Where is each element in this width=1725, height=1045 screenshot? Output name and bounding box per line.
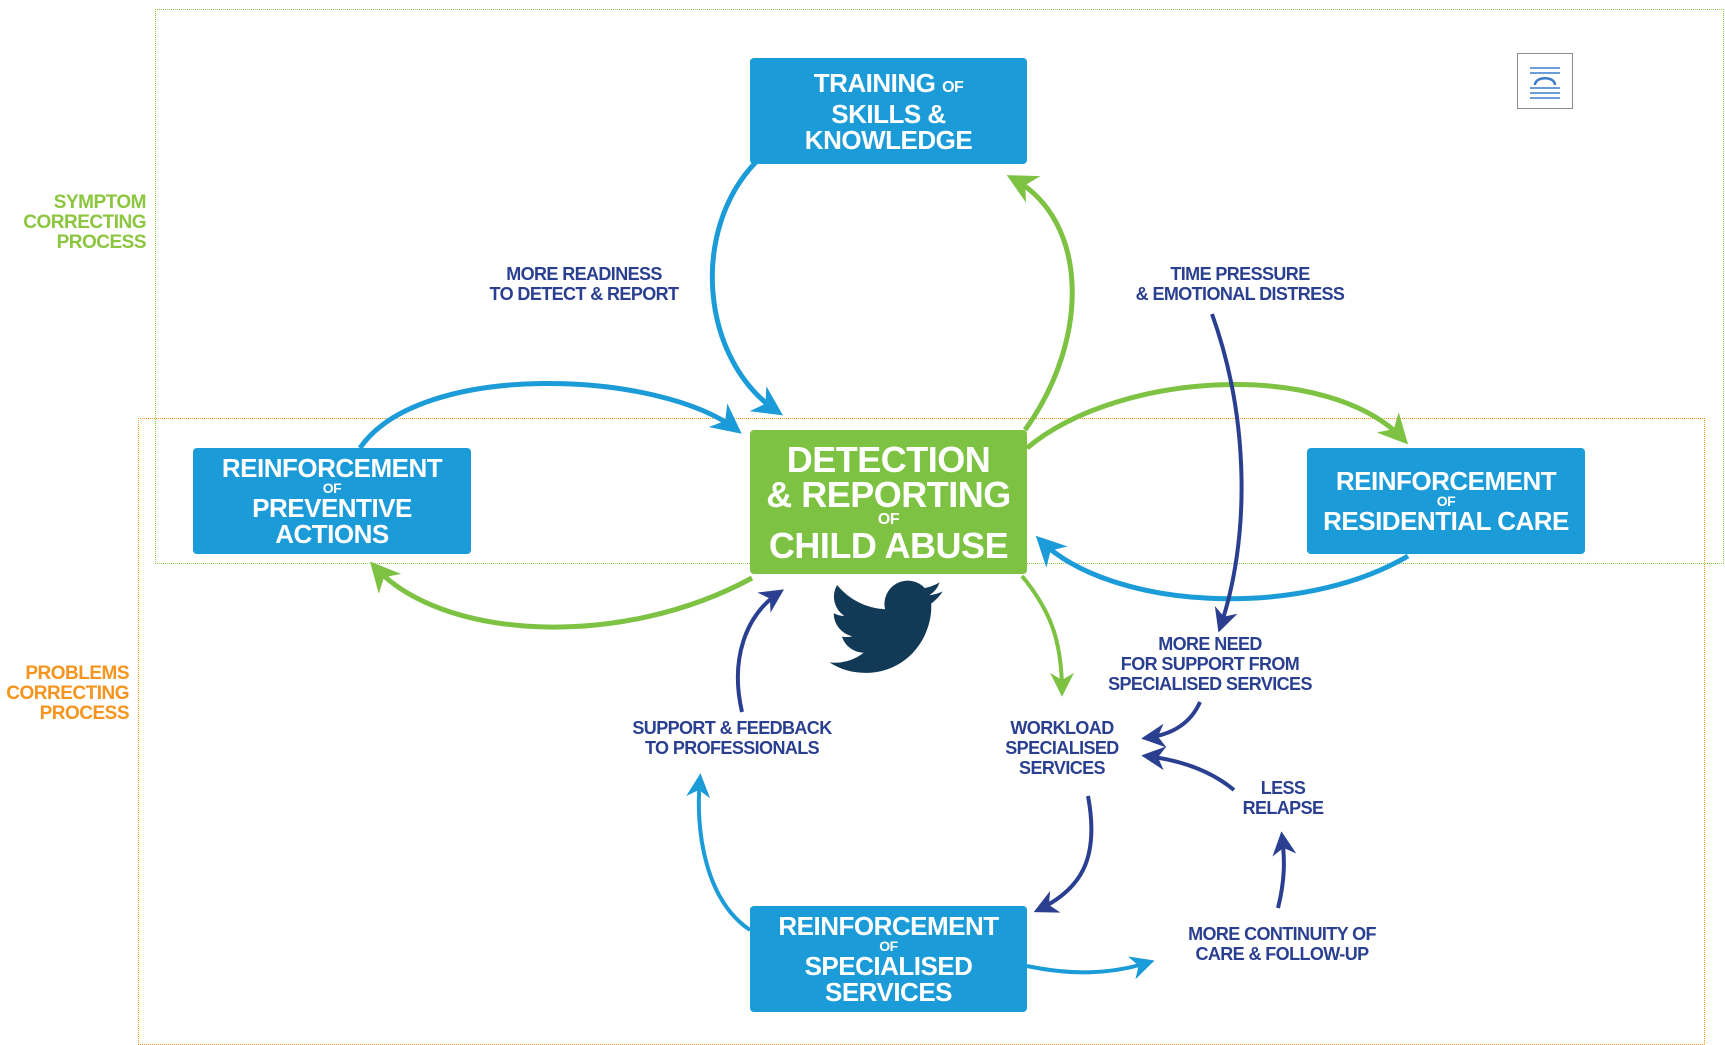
document-icon[interactable] [1517, 53, 1573, 109]
label-line: SUPPORT & FEEDBACK [632, 718, 832, 738]
arrow-time-pressure-to-more-need [1210, 313, 1244, 633]
zone-label-line: CORRECTING [6, 683, 129, 704]
arrow-continuity-to-less-relapse [1272, 831, 1297, 909]
zone-label-line: PROCESS [56, 232, 147, 253]
node-text: SKILLS & [831, 98, 946, 129]
residential-care-node: REINFORCEMENT OF RESIDENTIAL CARE [1307, 448, 1585, 554]
label-line: CARE & FOLLOW-UP [1195, 944, 1369, 964]
label-line: MORE READINESS [506, 264, 662, 284]
arrow-more-need-to-workload [1141, 701, 1202, 748]
label-line: SERVICES [1019, 758, 1106, 778]
node-text: REINFORCEMENT [221, 453, 443, 483]
node-of: OF [877, 510, 900, 528]
node-text: PREVENTIVE ACTIONS [252, 493, 412, 549]
detection-reporting-node: DETECTION & REPORTING OF CHILD ABUSE [750, 430, 1027, 574]
arrow-detection-to-preventive [370, 561, 754, 630]
label-more-readiness: MORE READINESS TO DETECT & REPORT [484, 264, 684, 304]
symptom-correcting-label: SYMPTOM CORRECTING PROCESS [23, 193, 146, 253]
label-support-feedback: SUPPORT & FEEDBACK TO PROFESSIONALS [622, 718, 842, 758]
arrow-specialised-to-continuity [1026, 956, 1155, 980]
label-line: WORKLOAD [1010, 718, 1114, 738]
arrow-detection-to-workload [1020, 574, 1074, 697]
node-text: REINFORCEMENT [778, 911, 999, 941]
zone-label-line: PROBLEMS [25, 663, 129, 684]
label-line: MORE NEED [1158, 634, 1262, 654]
twitter-bird-icon [829, 580, 943, 673]
label-less-relapse: LESS RELAPSE [1228, 778, 1338, 818]
arrow-support-to-detection [735, 589, 785, 713]
preventive-actions-node: REINFORCEMENT OF PREVENTIVE ACTIONS [193, 448, 471, 554]
arrow-specialised-to-support [686, 773, 752, 932]
arrow-workload-to-specialised [1033, 795, 1094, 913]
node-line: TRAINING OF [814, 70, 964, 101]
zone-label-line: SYMPTOM [53, 192, 147, 213]
node-text: TRAINING [813, 67, 936, 98]
label-line: LESS [1260, 778, 1306, 798]
node-text: DETECTION [786, 438, 991, 480]
label-line: TO DETECT & REPORT [489, 284, 679, 304]
arrow-detection-to-residential [1025, 382, 1409, 450]
zone-label-line: CORRECTING [23, 212, 146, 233]
label-line: TO PROFESSIONALS [644, 738, 820, 758]
problems-correcting-label: PROBLEMS CORRECTING PROCESS [6, 664, 129, 724]
label-line: TIME PRESSURE [1170, 264, 1310, 284]
label-line: MORE CONTINUITY OF [1188, 924, 1376, 944]
training-node: TRAINING OF SKILLS & KNOWLEDGE [750, 58, 1027, 164]
arrow-less-relapse-to-workload [1141, 746, 1236, 792]
label-line: RELAPSE [1242, 798, 1324, 818]
node-text: REINFORCEMENT [1335, 466, 1557, 496]
node-of: OF [942, 78, 964, 96]
label-more-continuity: MORE CONTINUITY OF CARE & FOLLOW-UP [1172, 924, 1392, 964]
arrow-residential-to-detection [1035, 535, 1410, 602]
node-of: OF [879, 938, 898, 954]
label-workload: WORKLOAD SPECIALISED SERVICES [1001, 718, 1123, 778]
node-of: OF [1436, 493, 1456, 509]
label-time-pressure: TIME PRESSURE & EMOTIONAL DISTRESS [1120, 264, 1360, 304]
arrow-detection-to-training [1006, 175, 1075, 432]
node-text: KNOWLEDGE [804, 124, 973, 155]
arrow-preventive-to-detection [357, 381, 742, 450]
document-icon-glyph [1530, 67, 1560, 99]
label-line: SPECIALISED [1005, 738, 1119, 758]
label-line: SPECIALISED SERVICES [1108, 674, 1312, 694]
label-line: & EMOTIONAL DISTRESS [1135, 284, 1345, 304]
arrow-training-to-detection [709, 160, 783, 416]
zone-label-line: PROCESS [39, 703, 130, 724]
label-line: FOR SUPPORT FROM [1120, 654, 1300, 674]
label-more-need: MORE NEED FOR SUPPORT FROM SPECIALISED S… [1100, 634, 1320, 694]
node-text: CHILD ABUSE [768, 524, 1009, 566]
node-text: & REPORTING [766, 473, 1011, 515]
node-text: RESIDENTIAL CARE [1323, 506, 1569, 536]
specialised-services-node: REINFORCEMENT OF SPECIALISED SERVICES [750, 906, 1027, 1012]
node-of: OF [322, 480, 342, 496]
node-text: SPECIALISED SERVICES [804, 951, 973, 1007]
